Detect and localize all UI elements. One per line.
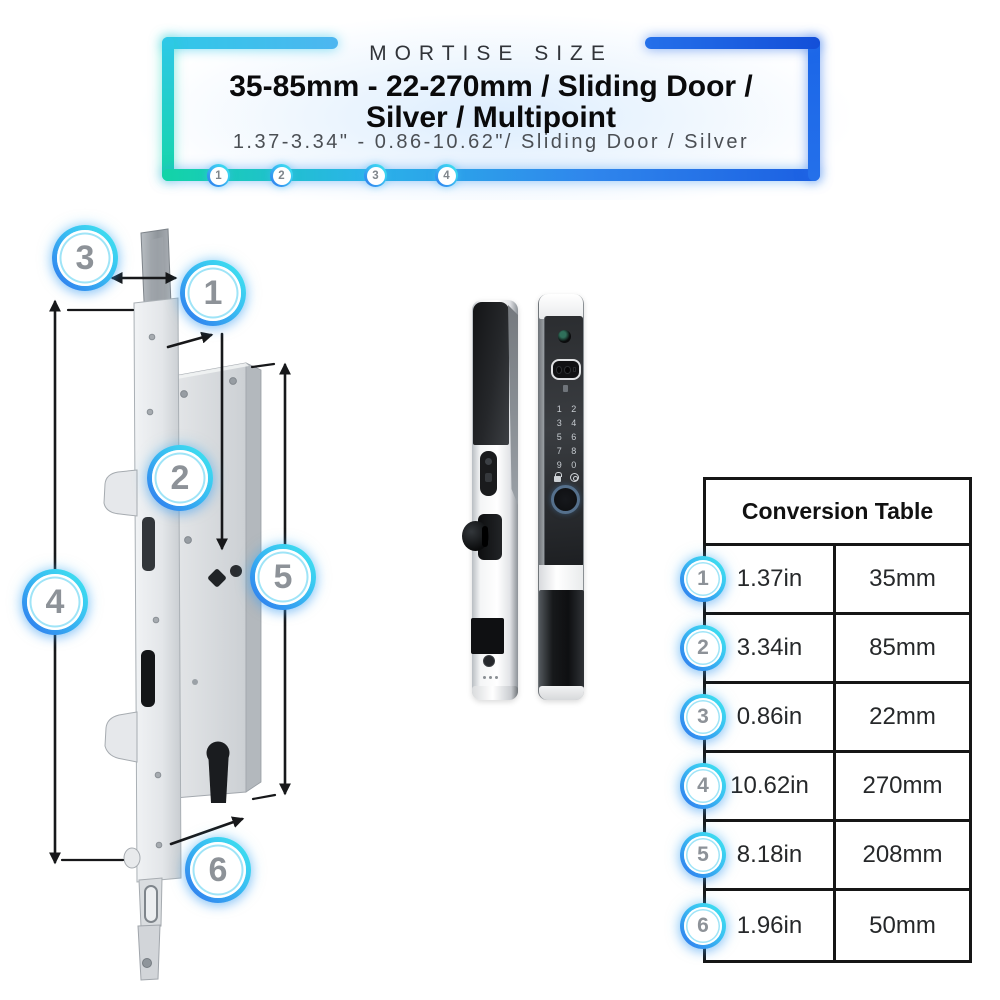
exterior-front-panel: [544, 316, 583, 566]
row-badge-6: 6: [680, 902, 726, 949]
keypad-key: 2: [571, 403, 577, 414]
table-row: 6 1.96in 50mm: [680, 891, 969, 960]
header-banner: MORTISE SIZE 35-85mm - 22-270mm / Slidin…: [0, 0, 1000, 210]
callout-circle-1: 1: [180, 260, 246, 326]
row-badge-3: 3: [680, 694, 726, 740]
table-row: 2 3.34in 85mm: [680, 615, 969, 684]
row-badge-4: 4: [680, 763, 726, 809]
mm-value: 35mm: [869, 565, 936, 592]
eyebrow-title: MORTISE SIZE: [369, 42, 613, 65]
step-badge-1: 1: [207, 164, 230, 187]
interior-bottom-panel: [471, 618, 504, 654]
callout-circle-6: 6: [185, 837, 251, 903]
inches-value: 10.62in: [706, 753, 836, 819]
tail-slot: [144, 885, 158, 923]
row-badge-5: 5: [680, 832, 726, 878]
inches-value: 1.96in: [706, 891, 836, 960]
keypad-key: 1: [556, 403, 562, 414]
main-title-line2: Silver / Multipoint: [365, 101, 616, 134]
callout-circle-5: 5: [250, 544, 316, 610]
callout-circle-2: 2: [147, 445, 213, 511]
plate-slot-upper: [142, 517, 155, 571]
callout-circle-3: 3: [52, 225, 118, 291]
subtitle: 1.37-3.34" - 0.86-10.62"/ Sliding Door /…: [232, 131, 750, 153]
inches-value: 0.86in: [706, 684, 836, 750]
thumbturn-slot: [482, 526, 488, 547]
roller-bolt: [123, 847, 141, 869]
mm-value: 50mm: [869, 911, 936, 939]
neon-frame-right: [808, 37, 820, 181]
keypad-function-icons: [554, 472, 579, 482]
conversion-table: Conversion Table 1 1.37in 35mm 2 3.34in …: [680, 477, 972, 963]
main-title-line1: 35-85mm - 22-270mm / Sliding Door /: [229, 70, 753, 103]
table-row: 1 1.37in 35mm: [680, 546, 969, 615]
keypad-key: 0: [571, 459, 577, 470]
keypad-key: 7: [556, 445, 562, 456]
keypad-key: 6: [571, 431, 577, 442]
keypad-key: 3: [556, 417, 562, 428]
tail-foot: [137, 924, 161, 981]
mm-value: 208mm: [862, 841, 943, 868]
mortise-lock-illustration: [49, 228, 291, 981]
neon-frame-bottom: [162, 169, 820, 181]
table-row: 5 8.18in 208mm: [680, 822, 969, 891]
keypad-key: 4: [571, 417, 577, 428]
speaker-grille-icon: [483, 676, 499, 679]
interior-foot: [472, 686, 518, 700]
keyhole: [206, 741, 230, 803]
neon-frame-left: [162, 37, 174, 181]
inches-value: 8.18in: [706, 822, 836, 888]
keypad-key: 8: [571, 445, 577, 456]
keypad-key: 9: [556, 459, 562, 470]
mm-value: 22mm: [869, 703, 936, 730]
row-badge-2: 2: [680, 625, 726, 671]
fingerprint-icon: [570, 473, 579, 482]
mm-value: 270mm: [862, 772, 943, 799]
table-row: 3 0.86in 22mm: [680, 684, 969, 753]
interior-button-module: [480, 451, 497, 496]
exterior-bottom-panel: [539, 590, 584, 688]
fingerprint-reader-icon: [551, 485, 580, 514]
step-badge-2: 2: [270, 164, 293, 187]
spindle-hole: [230, 565, 242, 577]
camera-icon: [558, 330, 571, 343]
conversion-table-title: Conversion Table: [706, 480, 969, 546]
table-row: 4 10.62in 270mm: [680, 753, 969, 822]
neon-frame-top-left: [162, 37, 338, 49]
faceplate: [103, 228, 182, 981]
exterior-foot: [539, 686, 584, 700]
follower-hole: [208, 569, 226, 587]
product-photos: 1 2 3 4 5 6 7 8 9 0: [440, 280, 660, 710]
indicator-icon: [563, 385, 568, 392]
interior-round-button: [483, 655, 495, 667]
row-badge-1: 1: [680, 556, 726, 602]
exterior-mid-section: [539, 565, 583, 592]
exterior-top-cap: [539, 294, 583, 319]
lock-case: [162, 362, 262, 803]
interior-top-panel: [473, 302, 509, 445]
doorbell-sensor-icon: [551, 359, 581, 380]
keypad-key: 5: [556, 431, 562, 442]
hook-bolt-upper: [103, 469, 138, 517]
step-badge-3: 3: [364, 164, 387, 187]
inches-value: 3.34in: [706, 615, 836, 681]
lock-icon: [554, 472, 562, 482]
inches-value: 1.37in: [706, 546, 836, 612]
plate-slot-lower: [141, 650, 155, 707]
hook-bolt-lower: [104, 711, 138, 763]
keypad: 1 2 3 4 5 6 7 8 9 0: [552, 402, 581, 472]
button-icon: [485, 473, 492, 482]
neon-frame-top-right: [645, 37, 820, 49]
callout-circle-4: 4: [22, 569, 88, 635]
interior-side-chamfer: [508, 305, 518, 505]
button-icon: [485, 458, 492, 465]
step-badge-4: 4: [435, 164, 458, 187]
mm-value: 85mm: [869, 634, 936, 661]
